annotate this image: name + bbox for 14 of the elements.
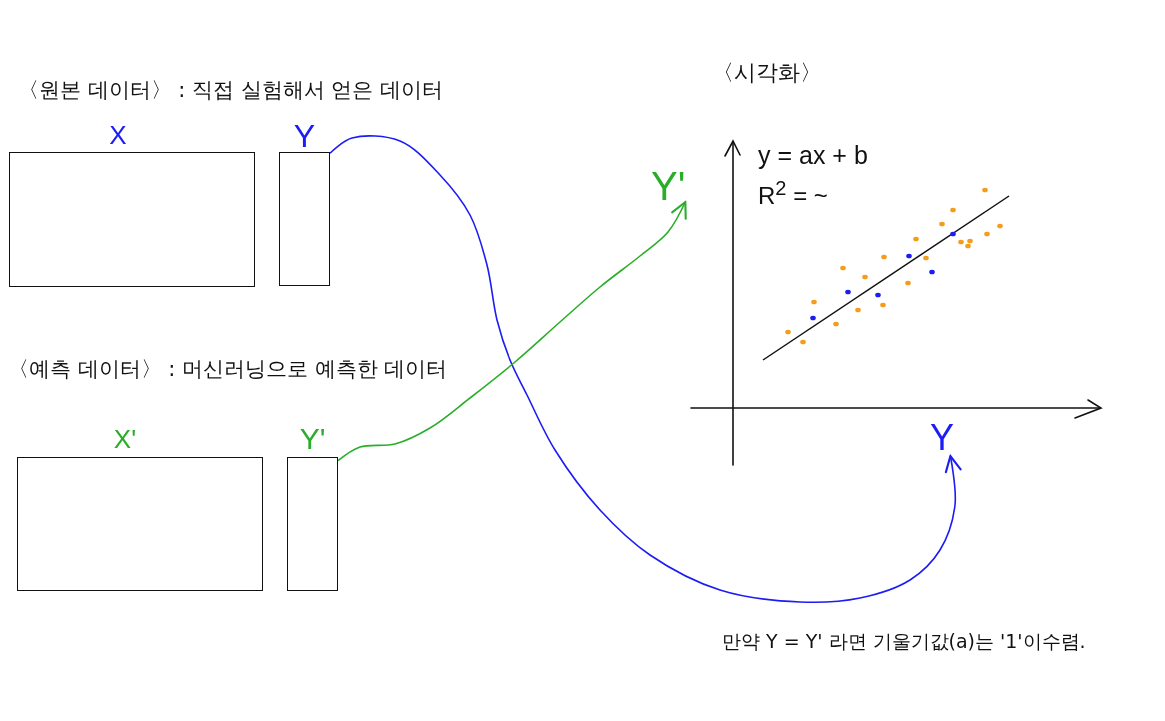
variable-label: Y xyxy=(293,120,316,152)
section-heading: 〈원본 데이터〉 : 직접 실험해서 얻은 데이터 xyxy=(18,78,444,104)
r-squared-label: R$^{2}$ = ~ xyxy=(758,176,828,211)
axis-label: Y xyxy=(930,420,954,456)
variable-label: X xyxy=(109,122,127,148)
note-text: 만약 Y = Y' 라면 기울기값(a)는 '1'이수렴. xyxy=(722,630,1086,653)
section-heading: 〈예측 데이터〉 : 머신러닝으로 예측한 데이터 xyxy=(8,357,448,383)
curved-arrow xyxy=(337,200,687,462)
section-heading: 〈시각화〉 xyxy=(712,60,822,87)
variable-label: Y' xyxy=(299,424,326,454)
curved-arrow xyxy=(329,135,962,604)
regression-equation: y = ax + b xyxy=(758,140,868,170)
variable-label: X' xyxy=(113,426,137,452)
axis-label: Y' xyxy=(651,166,686,206)
